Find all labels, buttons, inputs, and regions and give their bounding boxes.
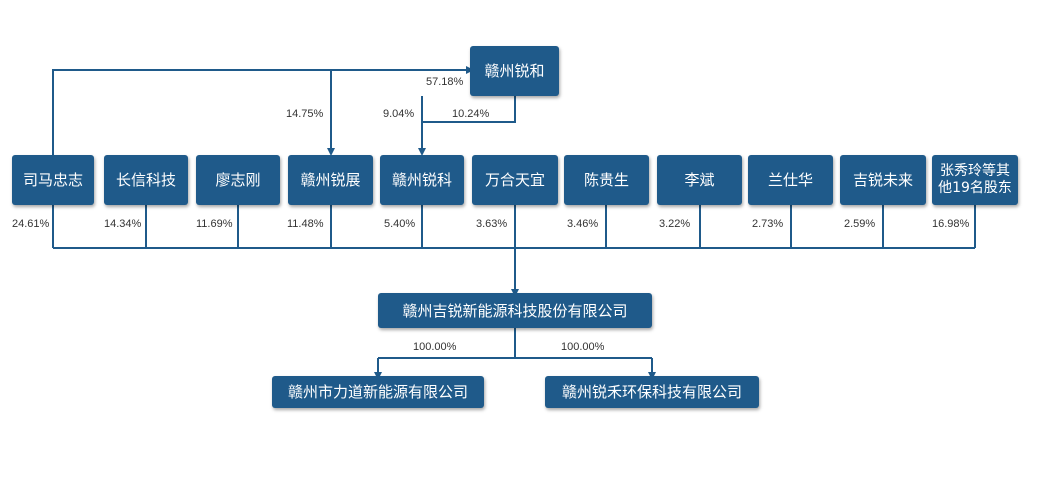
node-label: 赣州锐展 xyxy=(300,171,361,189)
node-shareholder-5: 赣州锐科 xyxy=(380,155,464,205)
pct-shareholder-8: 3.22% xyxy=(659,218,691,230)
node-company: 赣州吉锐新能源科技股份有限公司 xyxy=(378,293,652,328)
pct-subsidiary-2: 100.00% xyxy=(561,341,605,353)
pct-shareholder-4: 11.48% xyxy=(287,218,324,230)
node-label: 陈贵生 xyxy=(583,171,629,189)
pct-shareholder-7: 3.46% xyxy=(567,218,599,230)
node-label: 赣州吉锐新能源科技股份有限公司 xyxy=(402,301,628,320)
node-label: 赣州市力道新能源有限公司 xyxy=(287,383,468,401)
pct-shareholder-10: 2.59% xyxy=(844,218,876,230)
pct-subsidiary-1: 100.00% xyxy=(413,341,457,353)
node-label: 司马忠志 xyxy=(22,171,83,189)
node-shareholder-6: 万合天宜 xyxy=(472,155,558,205)
pct-from-ruizhan: 10.24% xyxy=(452,108,490,120)
pct-shareholder-1: 24.61% xyxy=(12,218,50,230)
node-label: 赣州锐科 xyxy=(391,171,452,189)
node-shareholder-2: 长信科技 xyxy=(104,155,188,205)
node-shareholder-4: 赣州锐展 xyxy=(288,155,373,205)
pct-shareholder-6: 3.63% xyxy=(476,218,508,230)
node-label: 万合天宜 xyxy=(484,171,545,189)
node-shareholder-7: 陈贵生 xyxy=(564,155,649,205)
pct-top-stake: 57.18% xyxy=(426,76,464,88)
node-label: 张秀玲等其他19名股东 xyxy=(938,163,1012,196)
node-label: 李斌 xyxy=(684,171,715,189)
node-shareholder-8: 李斌 xyxy=(657,155,742,205)
node-shareholder-1: 司马忠志 xyxy=(12,155,94,205)
node-shareholder-11: 张秀玲等其他19名股东 xyxy=(932,155,1018,205)
node-label: 赣州锐和 xyxy=(484,62,545,80)
node-label: 赣州锐禾环保科技有限公司 xyxy=(561,383,742,401)
node-label: 廖志刚 xyxy=(215,171,261,189)
pct-shareholder-3: 11.69% xyxy=(196,218,233,230)
node-label: 兰仕华 xyxy=(767,171,813,189)
node-subsidiary-2: 赣州锐禾环保科技有限公司 xyxy=(545,376,759,408)
pct-shareholder-11: 16.98% xyxy=(932,218,970,230)
pct-shareholder-5: 5.40% xyxy=(384,218,416,230)
node-label: 吉锐未来 xyxy=(852,171,913,189)
node-shareholder-3: 廖志刚 xyxy=(196,155,280,205)
pct-to-ruizhan: 14.75% xyxy=(286,108,324,120)
pct-shareholder-9: 2.73% xyxy=(752,218,784,230)
node-label: 长信科技 xyxy=(115,171,176,189)
line-ruihe-loop xyxy=(422,96,516,123)
pct-shareholder-2: 14.34% xyxy=(104,218,142,230)
node-shareholder-10: 吉锐未来 xyxy=(840,155,926,205)
node-subsidiary-1: 赣州市力道新能源有限公司 xyxy=(272,376,484,408)
node-shareholder-9: 兰仕华 xyxy=(748,155,833,205)
pct-to-ruike: 9.04% xyxy=(383,108,415,120)
node-ganzhou-ruihe: 赣州锐和 xyxy=(470,46,559,96)
